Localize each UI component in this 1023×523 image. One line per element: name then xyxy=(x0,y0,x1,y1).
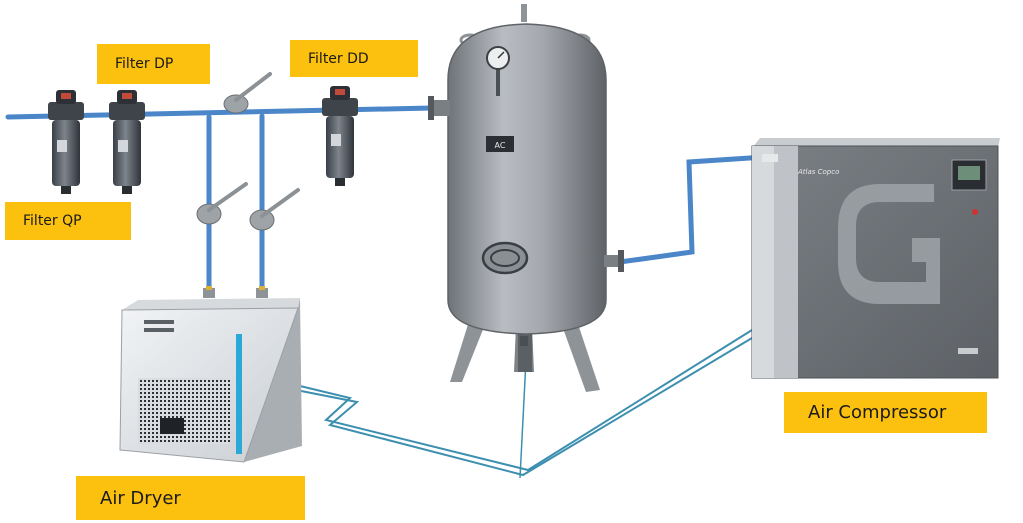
valve-dryer-right-icon xyxy=(249,188,300,231)
valve-dryer-left-icon xyxy=(196,182,248,225)
filter-dp-icon xyxy=(109,90,145,194)
control-lines xyxy=(295,329,758,479)
air-dryer-icon xyxy=(119,286,302,463)
valve-main-icon xyxy=(223,72,272,114)
air-dryer-label: Air Dryer xyxy=(76,476,305,520)
svg-text:AC: AC xyxy=(495,141,506,150)
compressor-brand-text: Atlas Copco xyxy=(798,168,840,176)
filter-dp-label: Filter DP xyxy=(97,44,210,84)
air-receiver-tank-icon: AC xyxy=(428,4,624,392)
filter-dd-icon xyxy=(322,86,358,186)
filter-qp-icon xyxy=(48,90,84,194)
air-compressor-icon xyxy=(751,138,1000,379)
air-compressor-label: Air Compressor xyxy=(784,392,987,433)
filter-qp-label: Filter QP xyxy=(5,202,131,240)
filter-dd-label: Filter DD xyxy=(290,40,418,77)
